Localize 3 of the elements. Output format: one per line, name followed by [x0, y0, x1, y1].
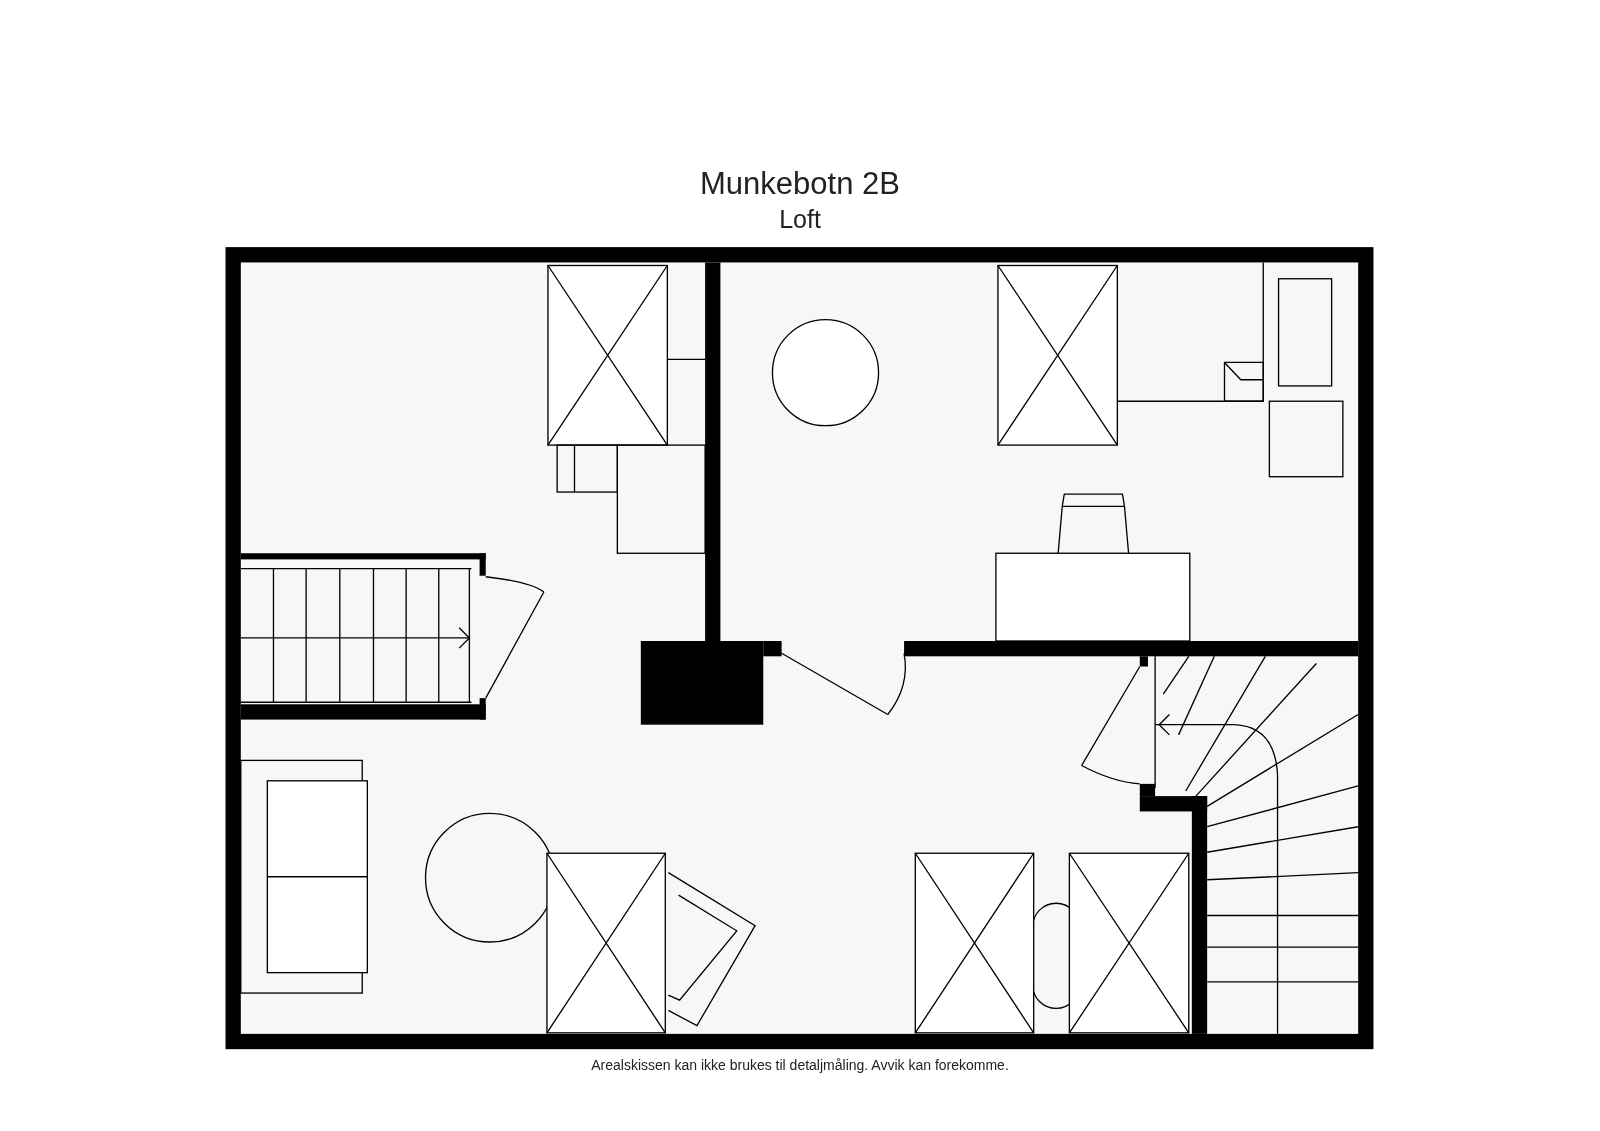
floor-label: Loft	[778, 205, 822, 234]
disclaimer-caption: Arealskissen kan ikke brukes til detaljmåling. Avvik kan forekomme.	[590, 1057, 1010, 1073]
plan-title: Munkebotn 2B	[699, 166, 901, 202]
